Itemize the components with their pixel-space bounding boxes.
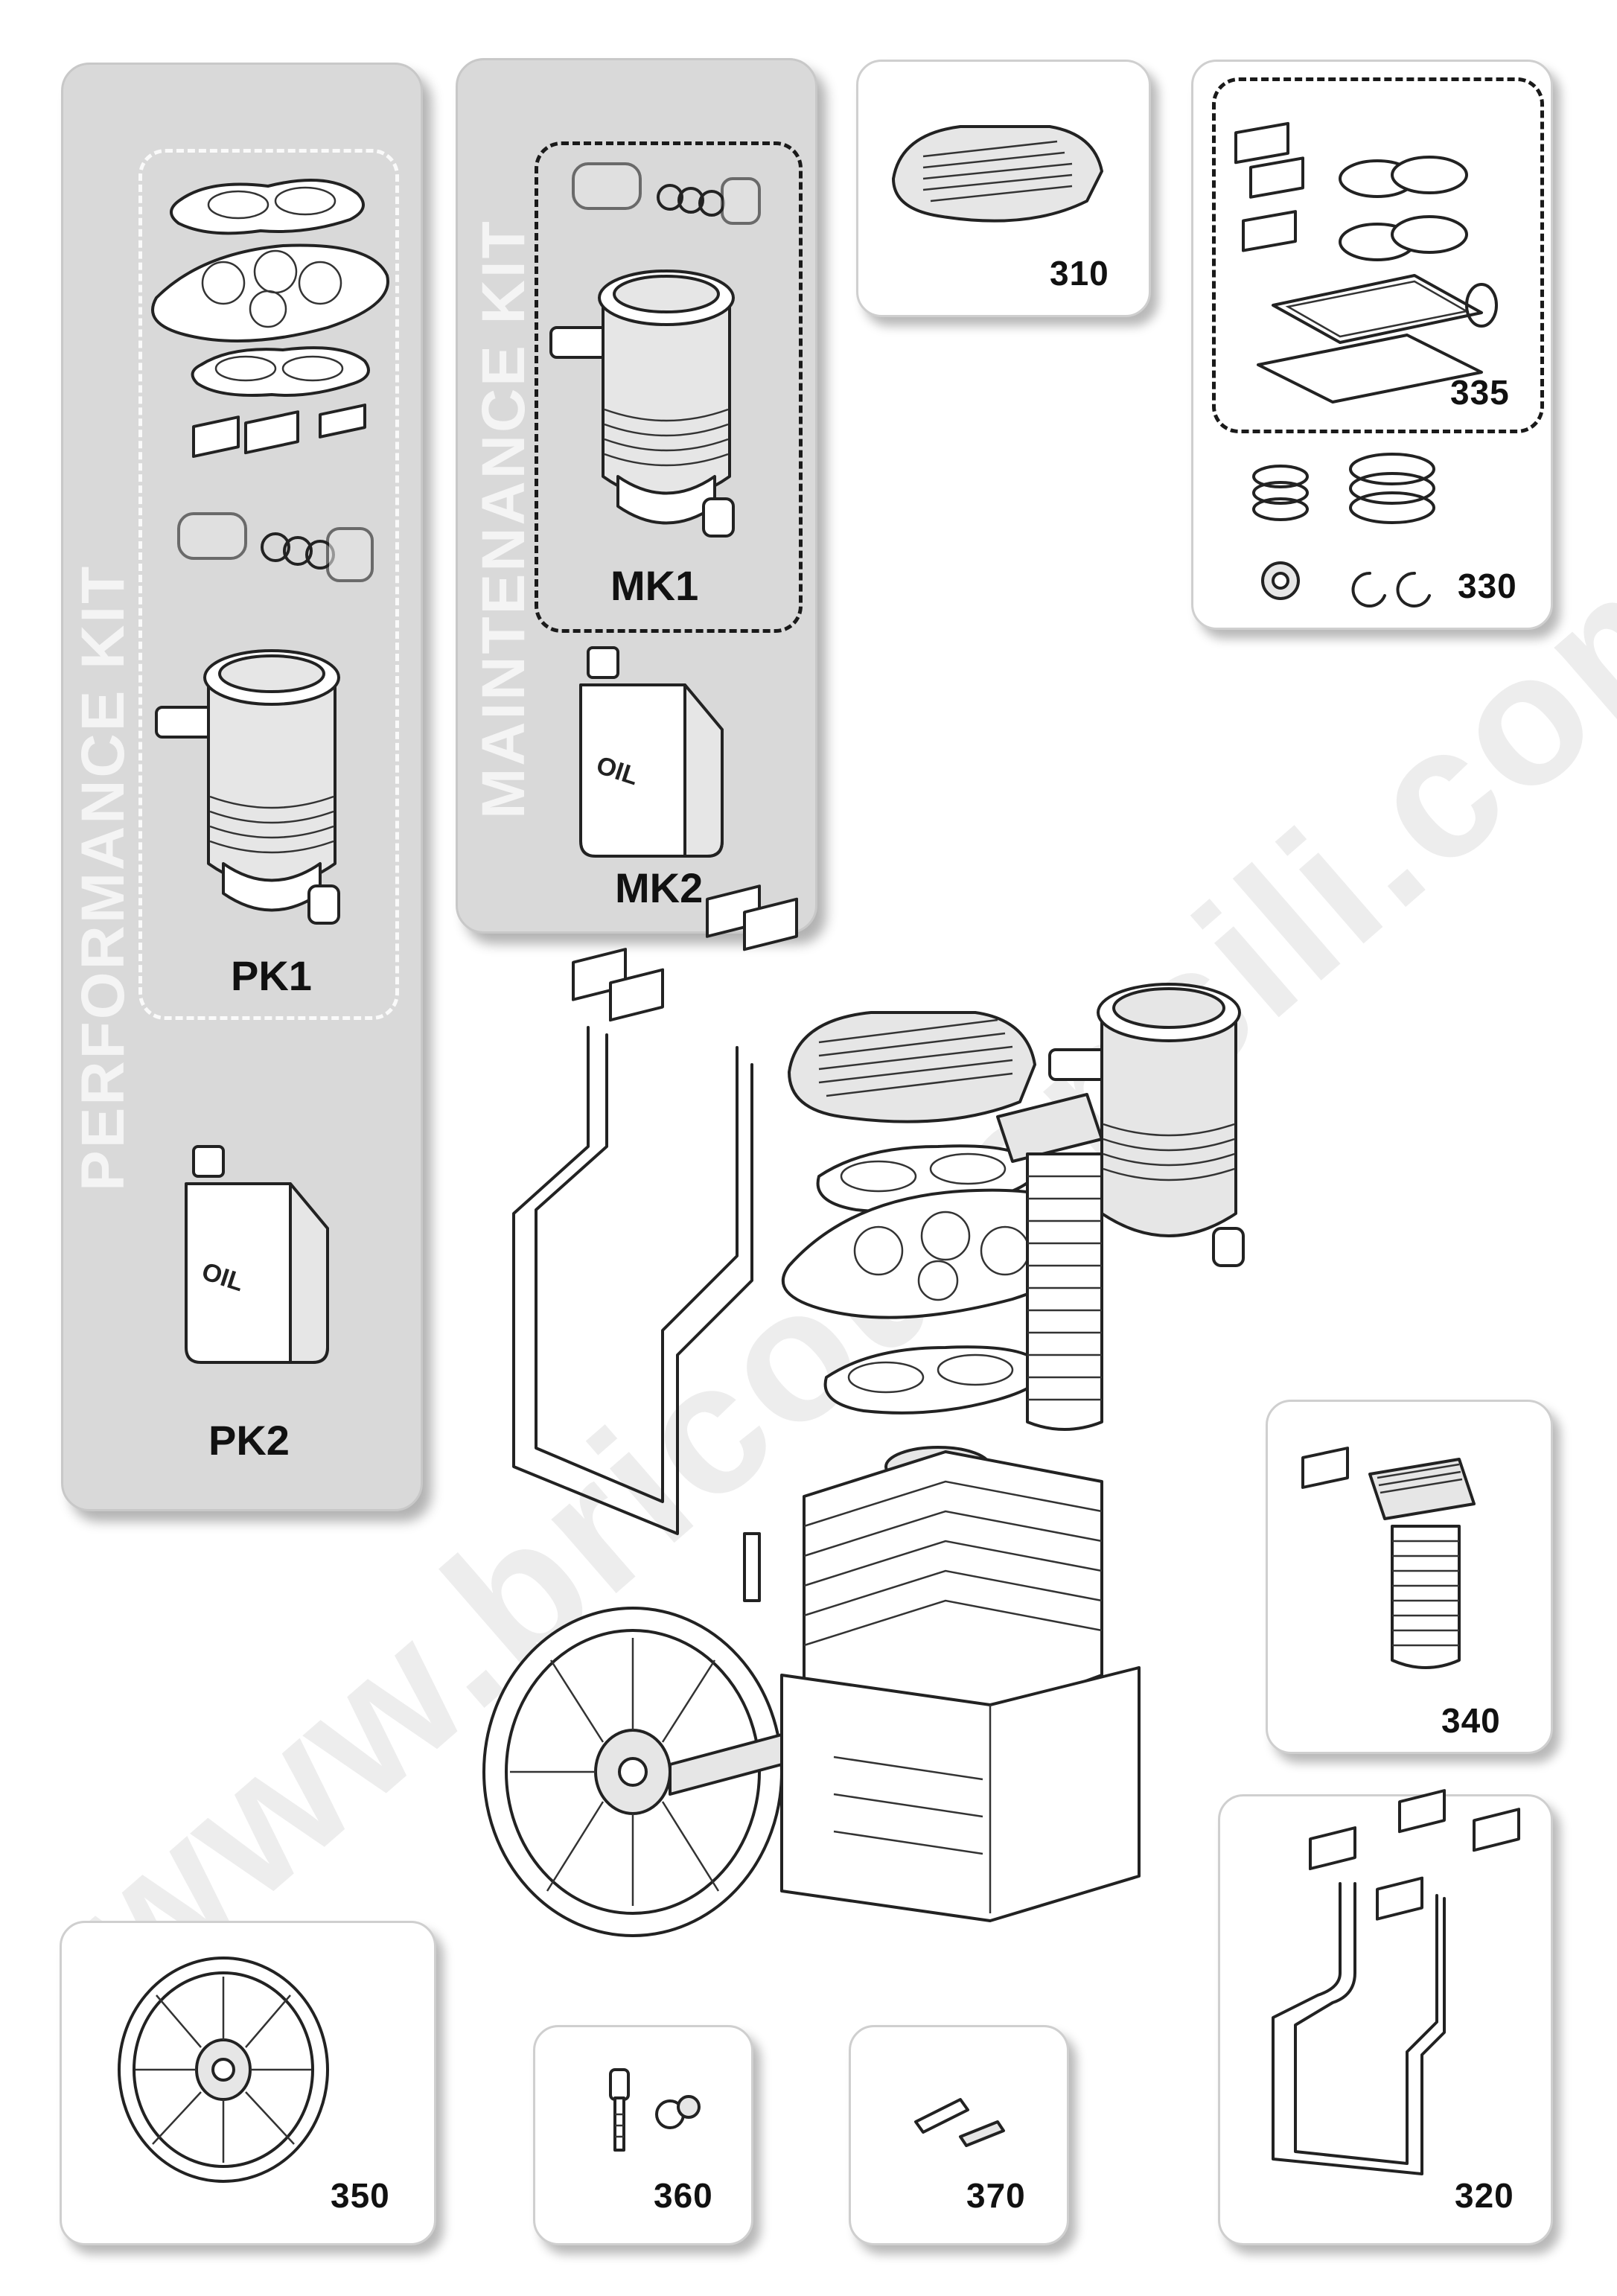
mk1-label: MK1 (610, 562, 699, 609)
part-360-card[interactable] (533, 2025, 753, 2245)
mk2-label: MK2 (615, 864, 704, 911)
pk2-label: PK2 (208, 1417, 290, 1464)
valve-nipple-icon (914, 2098, 1005, 2147)
part-360-number: 360 (654, 2176, 713, 2215)
oil-plug-icon (609, 2068, 701, 2152)
part-370-card[interactable] (849, 2025, 1069, 2245)
pk2-oil-can-illustration: OIL (185, 1145, 329, 1364)
part-310-number: 310 (1050, 254, 1109, 293)
mk1-air-filter-illustration (549, 270, 735, 538)
mk1-valve-parts-illustration (572, 162, 761, 225)
bracket-frame-icon (1272, 1789, 1520, 2175)
compressor-exploded-assembly (482, 884, 1245, 1937)
crankcase-illustration (743, 1532, 1141, 1922)
pk1-group-outline (138, 149, 399, 1020)
cylinder-head-illustration (788, 1011, 1036, 1123)
pk1-label: PK1 (231, 952, 312, 999)
cylinder-head-icon (892, 125, 1103, 223)
mk2-oil-can-illustration: OIL (579, 646, 724, 858)
flywheel-icon (118, 1957, 329, 2183)
support-frame-illustration (512, 884, 798, 1535)
maintenance-kit-title: MAINTENANCE KIT (470, 219, 538, 819)
pk1-valve-parts-illustration (177, 512, 374, 582)
gasket-set-icon (1234, 121, 1498, 404)
pk1-gasket-set-illustration (151, 179, 389, 459)
performance-kit-title: PERFORMANCE KIT (69, 564, 137, 1191)
head-gaskets-illustration (781, 1144, 1097, 1415)
delivery-pipe-icon (1301, 1447, 1476, 1669)
part-370-number: 370 (966, 2176, 1026, 2215)
part-335-group-outline (1212, 77, 1544, 433)
part-330-number: 330 (1458, 567, 1517, 605)
part-335-number: 335 (1450, 373, 1510, 412)
pk1-air-filter-illustration (155, 649, 340, 925)
flywheel-illustration (482, 1607, 783, 1937)
air-filter-illustration (1048, 983, 1245, 1267)
cylinder-block-illustration (803, 1446, 1103, 1729)
part-340-number: 340 (1441, 1701, 1501, 1740)
mk1-group-outline (535, 141, 803, 633)
part-350-number: 350 (331, 2176, 390, 2215)
part-320-number: 320 (1455, 2176, 1514, 2215)
piston-rings-icon (1252, 453, 1435, 608)
